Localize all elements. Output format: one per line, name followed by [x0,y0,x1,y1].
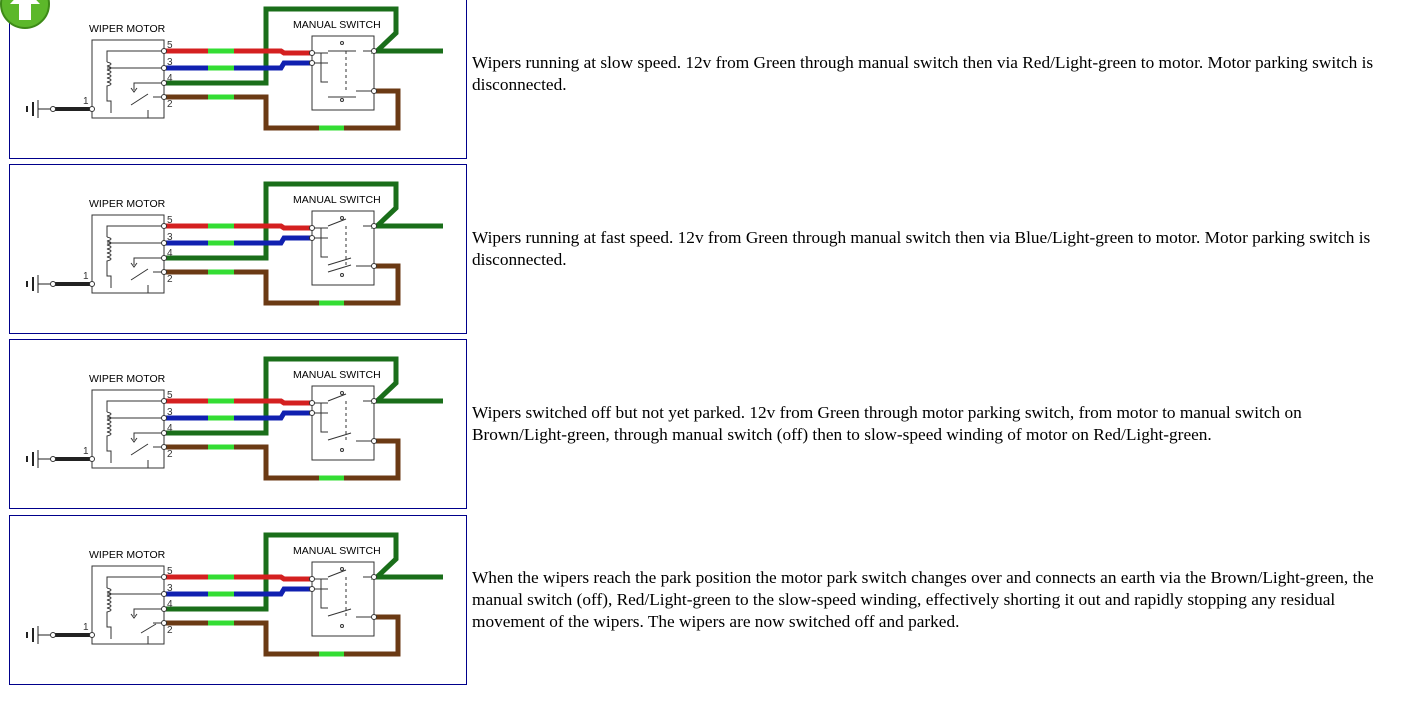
manual-switch-contacts [312,569,374,618]
diagram-row: WIPER MOTOR MANUAL SWITCH 5 3 4 2 1 Wipers… [9,0,1401,159]
svg-text:4: 4 [167,599,173,610]
diagram-row: WIPER MOTOR MANUAL SWITCH 5 3 4 2 1 Wipers… [9,164,1401,334]
svg-text:1: 1 [83,622,89,633]
red-wire [164,48,312,56]
motor-label: WIPER MOTOR [89,549,166,561]
motor-label: WIPER MOTOR [89,198,166,210]
switch-label: MANUAL SWITCH [293,369,381,381]
motor-winding-icon [91,225,164,294]
manual-switch-box [311,385,375,461]
row-description: Wipers running at slow speed. 12v from G… [472,53,1374,94]
svg-text:5: 5 [167,390,173,401]
svg-text:3: 3 [167,232,173,243]
svg-text:1: 1 [83,271,89,282]
diagram-row: WIPER MOTOR MANUAL SWITCH 5 3 4 2 1 When t… [9,515,1401,685]
svg-text:5: 5 [167,40,173,51]
diagram-row: WIPER MOTOR MANUAL SWITCH 5 3 4 2 1 Wipers… [9,339,1401,509]
motor-box [91,565,165,645]
manual-switch-contacts [312,218,374,273]
row-description: Wipers running at fast speed. 12v from G… [472,228,1371,269]
motor-box [91,39,165,119]
wiring-diagram: WIPER MOTOR MANUAL SWITCH 5 3 4 2 1 [9,164,467,334]
red-wire [164,398,312,406]
manual-switch-contacts [312,50,374,98]
wiring-diagram: WIPER MOTOR MANUAL SWITCH 5 3 4 2 1 [9,515,467,685]
motor-winding-icon [91,576,164,645]
row-description: Wipers switched off but not yet parked. … [472,403,1302,444]
svg-text:2: 2 [167,99,173,110]
svg-text:2: 2 [167,449,173,460]
motor-label: WIPER MOTOR [89,373,166,385]
row-description: When the wipers reach the park position … [472,568,1374,631]
svg-text:3: 3 [167,583,173,594]
svg-text:3: 3 [167,407,173,418]
wiring-diagram: WIPER MOTOR MANUAL SWITCH 5 3 4 2 1 [9,0,467,159]
svg-text:5: 5 [167,215,173,226]
ground-icon [26,100,92,118]
motor-box [91,214,165,294]
blue-wire [164,60,312,71]
svg-text:2: 2 [167,625,173,636]
manual-switch-box [311,35,375,111]
svg-text:2: 2 [167,274,173,285]
manual-switch-contacts [312,393,374,442]
motor-label: WIPER MOTOR [89,23,166,35]
ground-icon [26,275,92,293]
ground-icon [26,450,92,468]
svg-text:4: 4 [167,248,173,259]
switch-label: MANUAL SWITCH [293,19,381,31]
red-wire [164,223,312,231]
manual-switch-box [311,210,375,286]
motor-box [91,389,165,469]
svg-text:3: 3 [167,57,173,68]
motor-winding-icon [91,400,164,469]
motor-winding-icon [91,50,164,119]
blue-wire [164,586,312,597]
wiring-diagram: WIPER MOTOR MANUAL SWITCH 5 3 4 2 1 [9,339,467,509]
svg-text:4: 4 [167,423,173,434]
svg-text:1: 1 [83,96,89,107]
ground-icon [26,626,92,644]
back-to-top-arrow-icon[interactable] [0,0,52,30]
svg-text:1: 1 [83,446,89,457]
red-wire [164,574,312,582]
manual-switch-box [311,561,375,637]
blue-wire [164,235,312,246]
svg-text:4: 4 [167,73,173,84]
blue-wire [164,410,312,421]
switch-label: MANUAL SWITCH [293,545,381,557]
switch-label: MANUAL SWITCH [293,194,381,206]
svg-text:5: 5 [167,566,173,577]
